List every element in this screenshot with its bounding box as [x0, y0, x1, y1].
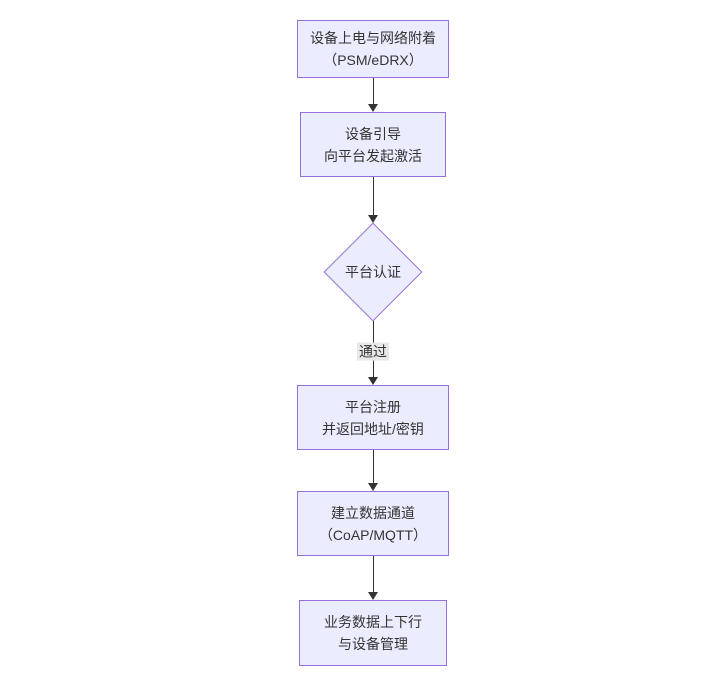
node-label-line: 与设备管理 [338, 636, 408, 652]
node-label-line: 并返回地址/密钥 [322, 420, 424, 437]
edge-label-pass: 通过 [357, 342, 389, 361]
node-power-network-attach: 设备上电与网络附着 （PSM/eDRX） [297, 20, 449, 78]
node-data-channel: 建立数据通道 （CoAP/MQTT） [297, 491, 449, 556]
node-label-line: 向平台发起激活 [324, 147, 422, 164]
node-label-line: 建立数据通道 [331, 504, 415, 521]
flow-line [372, 450, 374, 483]
node-label-line: 平台注册 [345, 398, 401, 415]
node-label-line: 业务数据上下行 [324, 614, 422, 630]
flow-arrow [363, 78, 383, 112]
flow-arrow [363, 177, 383, 223]
node-label-line: 设备上电与网络附着 [310, 30, 436, 46]
arrowhead-down-icon [368, 592, 378, 600]
flow-column: 设备上电与网络附着 （PSM/eDRX） 设备引导 向平台发起激活 平台认证 通… [297, 20, 449, 666]
node-business-data: 业务数据上下行 与设备管理 [299, 600, 447, 666]
arrowhead-down-icon [368, 215, 378, 223]
node-device-bootstrap: 设备引导 向平台发起激活 [300, 112, 446, 177]
arrowhead-down-icon [368, 483, 378, 491]
node-label-line: 设备引导 [345, 125, 401, 142]
flow-arrow: 通过 [357, 321, 389, 385]
flow-line [372, 177, 374, 215]
flow-line [372, 78, 374, 104]
node-label-line: （CoAP/MQTT） [318, 526, 428, 543]
arrowhead-down-icon [368, 377, 378, 385]
arrowhead-down-icon [368, 104, 378, 112]
decision-label: 平台认证 [345, 264, 401, 280]
flow-arrow [363, 556, 383, 600]
node-platform-register: 平台注册 并返回地址/密钥 [297, 385, 449, 450]
decision-platform-auth: 平台认证 [322, 222, 424, 322]
flow-line [372, 556, 374, 592]
flow-arrow [363, 450, 383, 491]
node-label-line: （PSM/eDRX） [323, 52, 423, 68]
